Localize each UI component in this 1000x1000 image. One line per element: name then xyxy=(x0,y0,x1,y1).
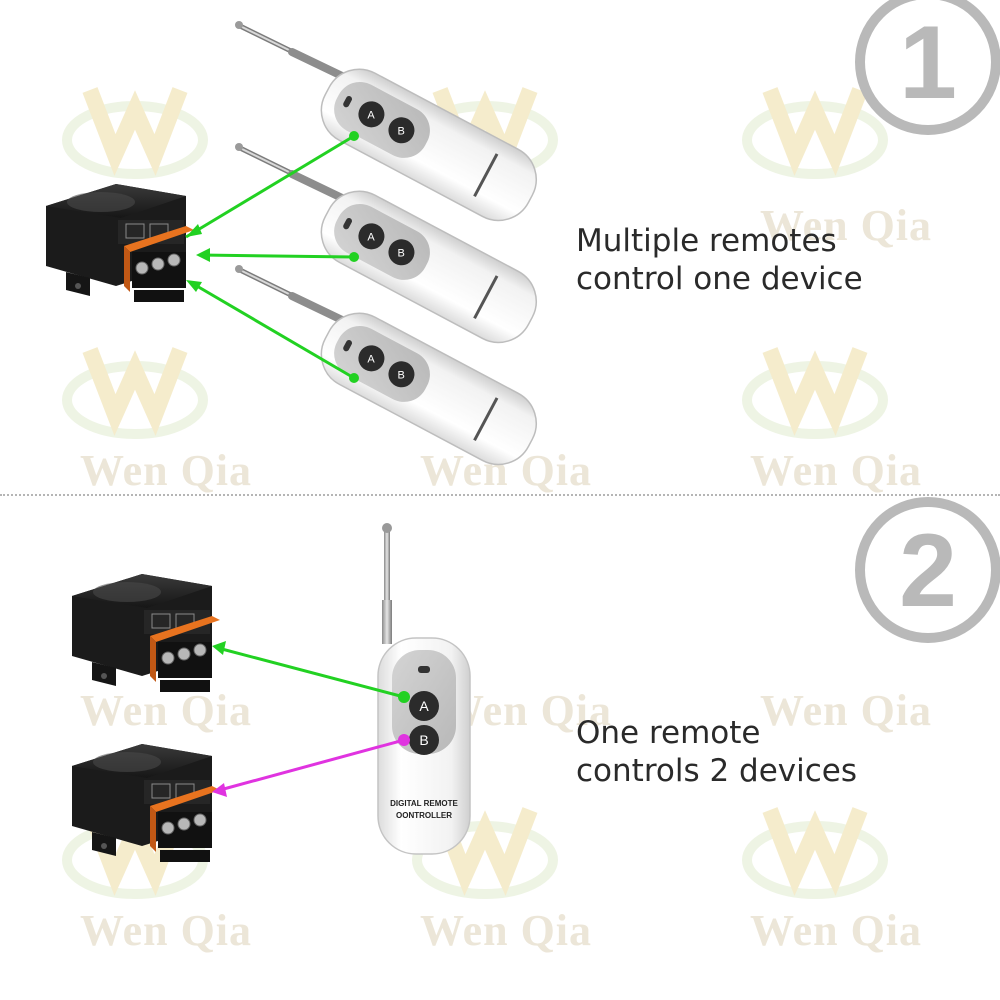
button-a[interactable] xyxy=(409,691,439,721)
remote-label-line1: DIGITAL REMOTE xyxy=(390,799,458,808)
link-arrows-section-1 xyxy=(185,131,359,383)
antenna-base xyxy=(382,600,392,644)
link-arrow xyxy=(189,280,355,380)
caption-line: Multiple remotes xyxy=(576,223,837,259)
button-b-label: B xyxy=(419,732,428,748)
watermark-text: Wen Qia xyxy=(420,906,593,955)
link-arrow xyxy=(185,134,355,239)
arrow-head-icon xyxy=(212,641,226,655)
watermark-text: Wen Qia xyxy=(80,686,253,735)
link-dot xyxy=(398,691,410,703)
arrow-head-icon xyxy=(186,224,202,237)
watermark-logo-icon xyxy=(742,347,888,439)
remote-controller-1 xyxy=(235,21,548,232)
section-number-text: 1 xyxy=(899,5,957,121)
watermark-text: Wen Qia xyxy=(750,446,923,495)
arrow-head-icon xyxy=(212,783,227,797)
relay-receiver-1 xyxy=(45,183,195,303)
remote-controller-upright: A B DIGITAL REMOTE OONTROLLER xyxy=(377,523,471,855)
link-dot xyxy=(349,373,359,383)
arrow-head-icon xyxy=(186,280,202,292)
arrow-head-icon xyxy=(196,248,210,262)
antenna xyxy=(384,528,390,638)
section-number-1: 1 xyxy=(855,0,1000,135)
button-b[interactable] xyxy=(409,725,439,755)
link-dot xyxy=(349,131,359,141)
led-indicator xyxy=(418,666,430,673)
relay-receiver-3 xyxy=(71,743,221,863)
caption-line: One remote xyxy=(576,715,761,751)
section-number-text: 2 xyxy=(899,513,957,629)
watermark-text: Wen Qia xyxy=(80,446,253,495)
link-dot xyxy=(398,734,410,746)
button-a-label: A xyxy=(419,698,429,714)
section-number-2: 2 xyxy=(855,497,1000,643)
caption-line: controls 2 devices xyxy=(576,753,858,789)
caption-line: control one device xyxy=(576,261,863,297)
link-arrow xyxy=(199,253,355,259)
link-dot xyxy=(349,252,359,262)
watermark-text: Wen Qia xyxy=(760,201,933,250)
relay-receiver-2 xyxy=(71,573,221,693)
watermark-text: Wen Qia xyxy=(760,686,933,735)
watermark-logo-icon xyxy=(412,807,558,899)
section-1-caption: Multiple remotes control one device xyxy=(576,222,863,298)
section-divider xyxy=(0,494,1000,496)
watermark-logo-icon xyxy=(62,87,208,179)
section-2-caption: One remote controls 2 devices xyxy=(576,714,857,790)
watermark-text: Wen Qia xyxy=(750,906,923,955)
watermark-logo-icon xyxy=(62,347,208,439)
watermark-logo-icon xyxy=(742,807,888,899)
link-arrow xyxy=(219,738,405,792)
watermark-logo-icon xyxy=(742,87,888,179)
link-arrow xyxy=(217,646,405,699)
link-arrows-section-2 xyxy=(212,641,410,797)
watermark-text: Wen Qia xyxy=(80,906,253,955)
remote-label-line2: OONTROLLER xyxy=(396,811,452,820)
